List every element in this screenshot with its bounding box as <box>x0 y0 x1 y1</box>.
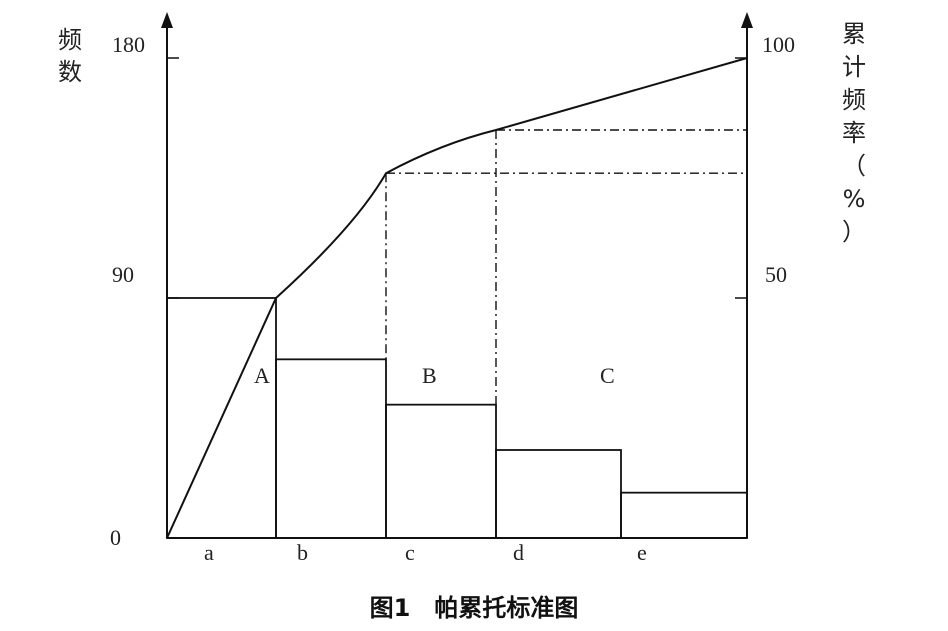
y-axis-right-arrow <box>741 12 753 28</box>
category-label-b: b <box>297 540 308 565</box>
tick-label-left-0: 0 <box>110 525 121 550</box>
axes <box>161 12 753 539</box>
bar-c <box>385 403 497 539</box>
bars <box>166 297 748 539</box>
region-label-b: B <box>422 363 437 388</box>
y-axis-right-title: 累计频率（%） <box>842 20 866 246</box>
axis-titles: 频数 累计频率（%） <box>58 20 866 246</box>
bar-d <box>495 449 622 539</box>
category-label-a: a <box>204 540 214 565</box>
tick-label-right-100: 100 <box>762 32 795 57</box>
pareto-chart: 0 90 180 50 100 a b c d e A B C 频数 累计频率（%… <box>58 12 866 565</box>
cumulative-curve <box>166 57 748 539</box>
reference-lines <box>385 129 747 405</box>
labels: 0 90 180 50 100 a b c d e A B C <box>110 32 795 565</box>
tick-label-right-50: 50 <box>765 262 787 287</box>
bar-b <box>275 358 387 539</box>
region-label-c: C <box>600 363 615 388</box>
region-label-a: A <box>254 363 270 388</box>
category-label-e: e <box>637 540 647 565</box>
tick-label-left-180: 180 <box>112 32 145 57</box>
y-axis-left-title: 频数 <box>58 26 82 86</box>
y-axis-left-arrow <box>161 12 173 28</box>
bar-e <box>620 491 748 539</box>
figure-caption: 图1 帕累托标准图 <box>369 594 579 622</box>
tick-label-left-90: 90 <box>112 262 134 287</box>
cumulative-line <box>166 57 748 539</box>
category-label-c: c <box>405 540 415 565</box>
category-label-d: d <box>513 540 524 565</box>
